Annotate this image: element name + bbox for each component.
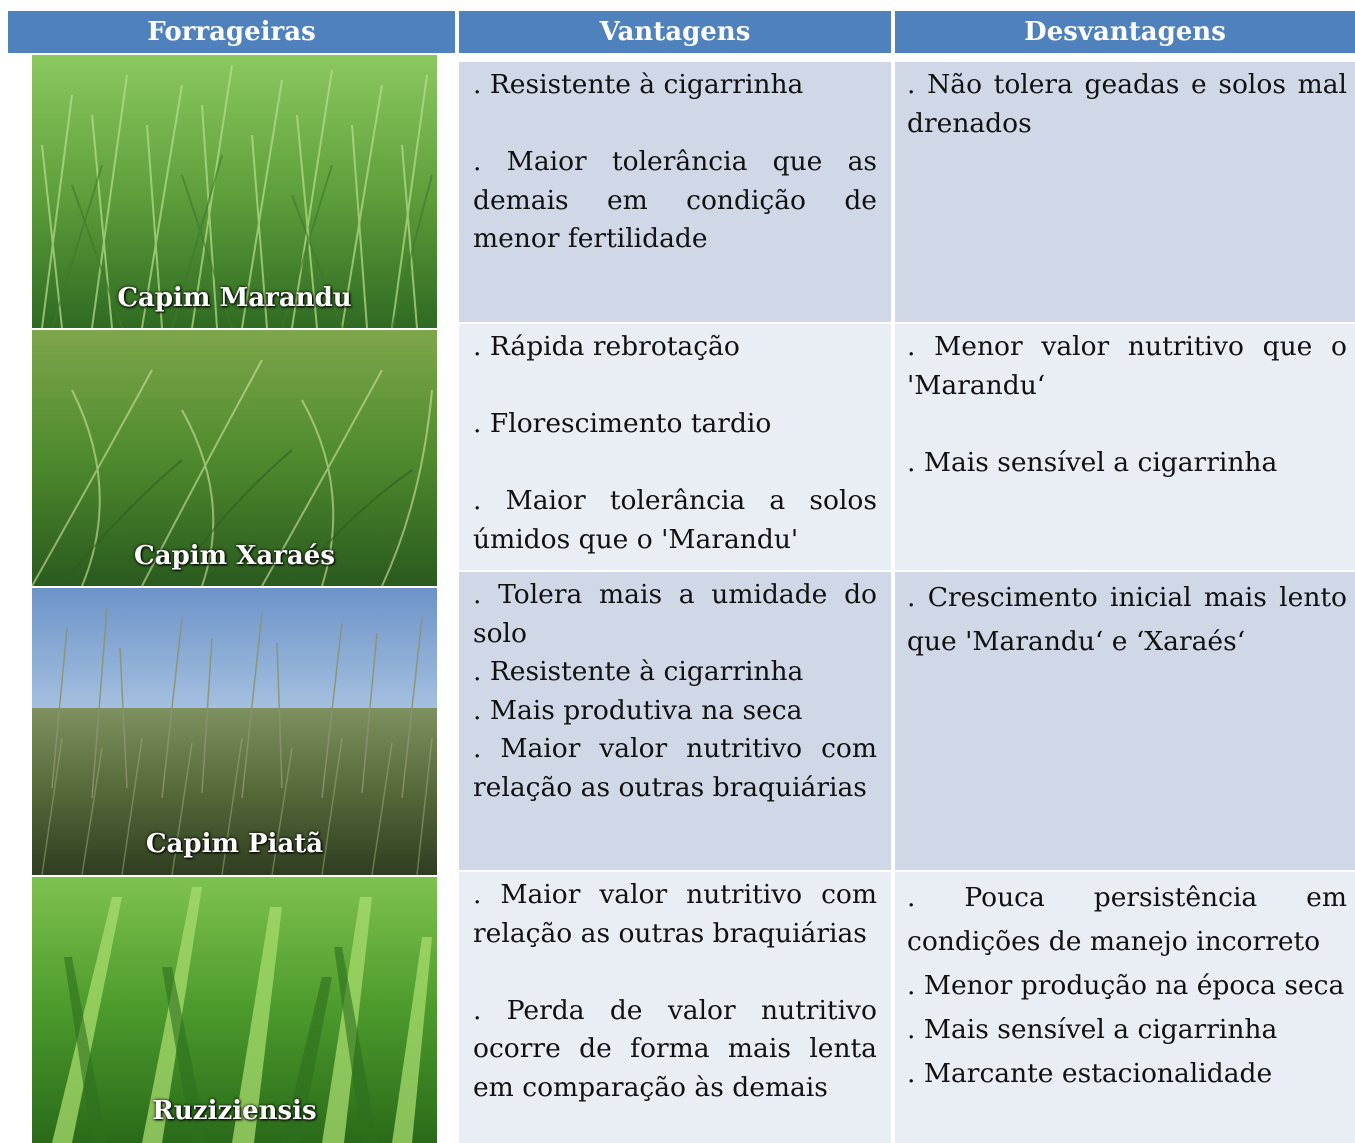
vantagem-item: . Mais produtiva na seca <box>473 694 803 726</box>
forage-name: Ruziziensis <box>152 1096 317 1126</box>
vantagem-item: . Maior valor nutritivo com relação as o… <box>473 879 877 949</box>
desvantagens-cell-xaraes: . Menor valor nutritivo que o 'Marandu‘ … <box>895 324 1355 570</box>
vantagem-item: . Maior tolerância que as demais em cond… <box>473 146 877 254</box>
spacer <box>473 105 877 144</box>
desvantagem-item: . Não tolera geadas e solos mal drenados <box>907 69 1347 139</box>
vantagens-cell-ruziziensis: . Maior valor nutritivo com relação as o… <box>459 872 891 1143</box>
vantagem-item: . Perda de valor nutritivo ocorre de for… <box>473 994 877 1103</box>
vantagem-item: . Resistente à cigarrinha <box>473 69 804 100</box>
desvantagem-item: . Crescimento inicial mais lento que 'Ma… <box>907 582 1347 657</box>
forage-name: Capim Piatã <box>145 829 324 859</box>
vantagem-item: . Maior valor nutritivo com relação as o… <box>473 733 877 803</box>
desvantagem-item: . Menor valor nutritivo que o 'Marandu‘ <box>907 331 1347 401</box>
desvantagens-cell-piata: . Crescimento inicial mais lento que 'Ma… <box>895 572 1355 870</box>
desvantagem-item: . Mais sensível a cigarrinha <box>907 446 1278 478</box>
spacer <box>473 367 877 406</box>
desvantagem-item: . Mais sensível a cigarrinha <box>907 1014 1278 1045</box>
desvantagem-item: . Pouca persistência em condições de man… <box>907 882 1347 957</box>
vantagem-item: . Florescimento tardio <box>473 408 772 439</box>
desvantagem-item: . Menor produção na época seca <box>907 970 1345 1001</box>
desvantagens-cell-marandu: . Não tolera geadas e solos mal drenados <box>895 62 1355 322</box>
desvantagens-cell-ruziziensis: . Pouca persistência em condições de man… <box>895 872 1355 1143</box>
vantagens-cell-marandu: . Resistente à cigarrinha . Maior tolerâ… <box>459 62 891 322</box>
photo-capim-marandu: Capim Marandu <box>32 55 437 328</box>
vantagem-item: . Resistente à cigarrinha <box>473 656 804 687</box>
spacer <box>473 444 877 483</box>
vantagens-cell-xaraes: . Rápida rebrotação . Florescimento tard… <box>459 324 891 570</box>
photo-capim-piata: Capim Piatã <box>32 588 437 875</box>
spacer <box>473 953 877 992</box>
header-desvantagens: Desvantagens <box>895 11 1355 53</box>
header-forrageiras: Forrageiras <box>8 11 455 53</box>
vantagem-item: . Rápida rebrotação <box>473 331 740 362</box>
forage-name: Capim Xaraés <box>134 541 335 571</box>
forage-name: Capim Marandu <box>117 283 352 313</box>
vantagens-cell-piata: . Tolera mais a umidade do solo . Resist… <box>459 572 891 870</box>
header-vantagens: Vantagens <box>459 11 891 53</box>
photo-capim-xaraes: Capim Xaraés <box>32 330 437 586</box>
vantagem-item: . Tolera mais a umidade do solo <box>473 579 877 649</box>
photo-ruziziensis: Ruziziensis <box>32 877 437 1143</box>
vantagem-item: . Maior tolerância a solos úmidos que o … <box>473 485 877 555</box>
desvantagem-item: . Marcante estacionalidade <box>907 1058 1273 1089</box>
spacer <box>907 405 1347 444</box>
